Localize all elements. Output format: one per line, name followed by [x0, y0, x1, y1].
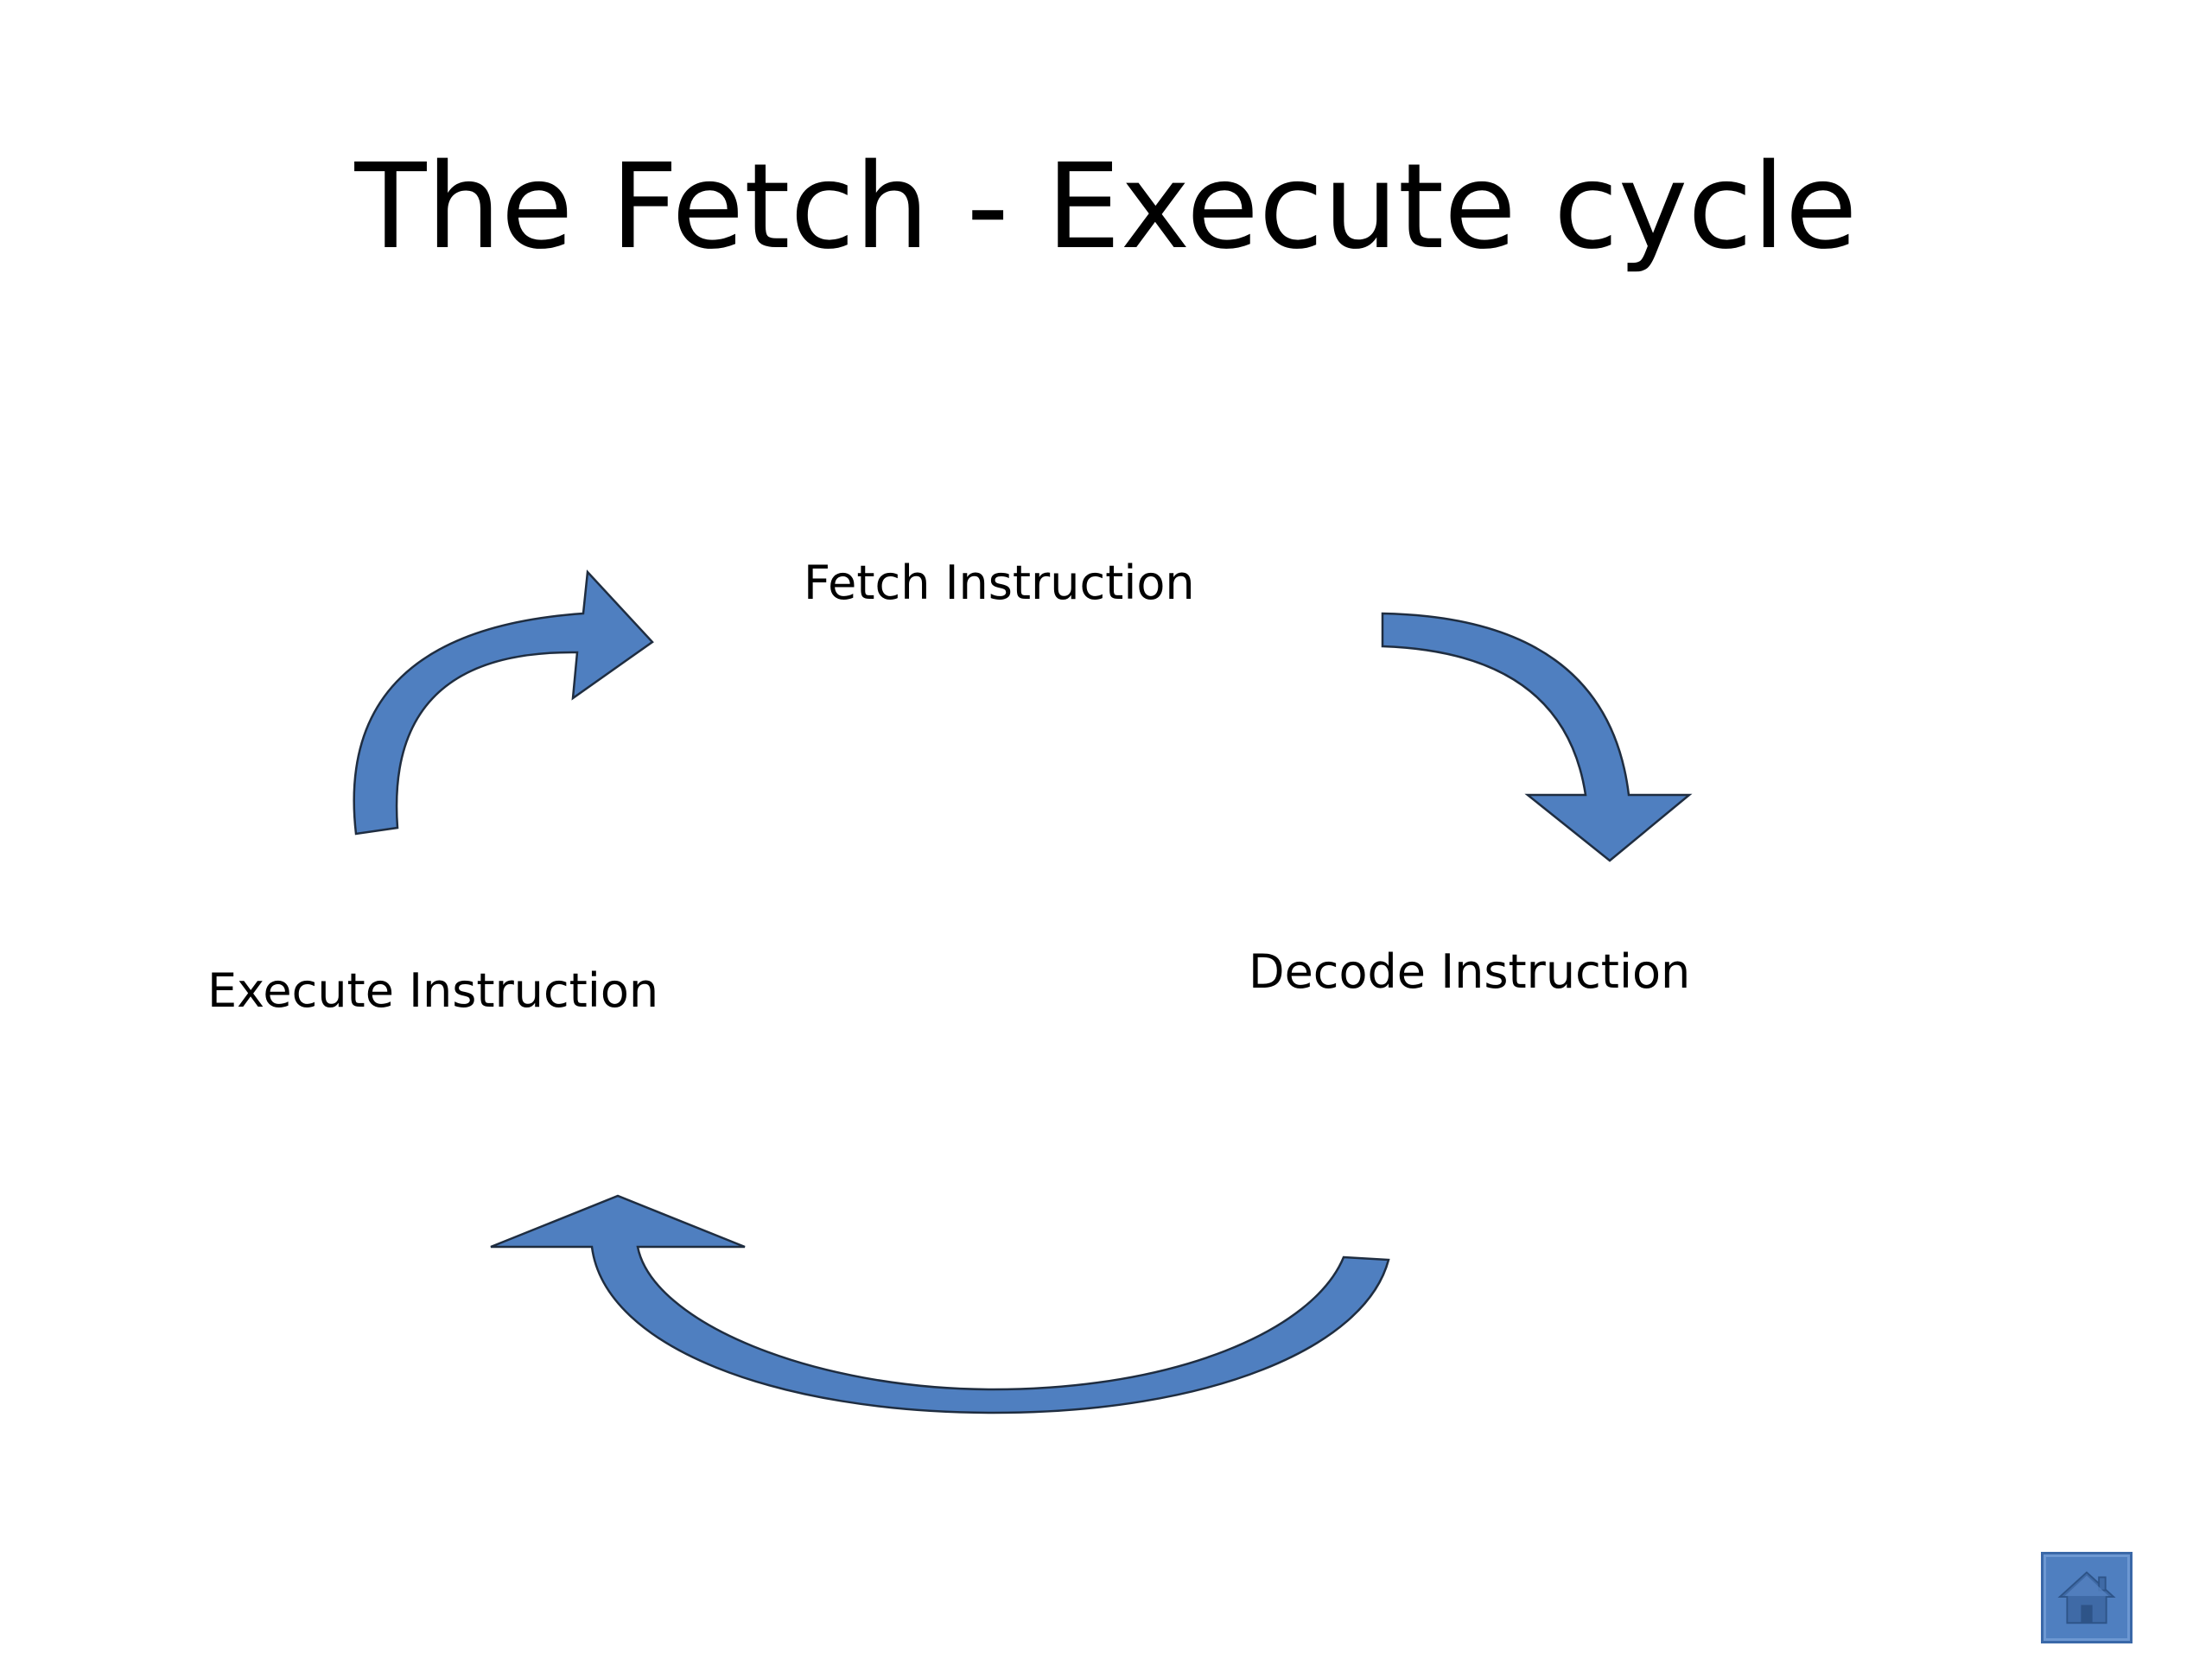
node-decode-instruction: Decode Instruction [1249, 944, 1691, 999]
home-button[interactable] [2041, 1552, 2133, 1643]
arrow-execute-to-fetch [353, 569, 654, 836]
node-fetch-instruction: Fetch Instruction [804, 556, 1195, 610]
arrow-fetch-to-decode [1381, 612, 1693, 862]
home-icon [2057, 1571, 2116, 1624]
node-execute-instruction: Execute Instruction [207, 963, 659, 1018]
slide-title: The Fetch - Execute cycle [354, 139, 1858, 276]
arrow-decode-to-execute [490, 1194, 1390, 1414]
